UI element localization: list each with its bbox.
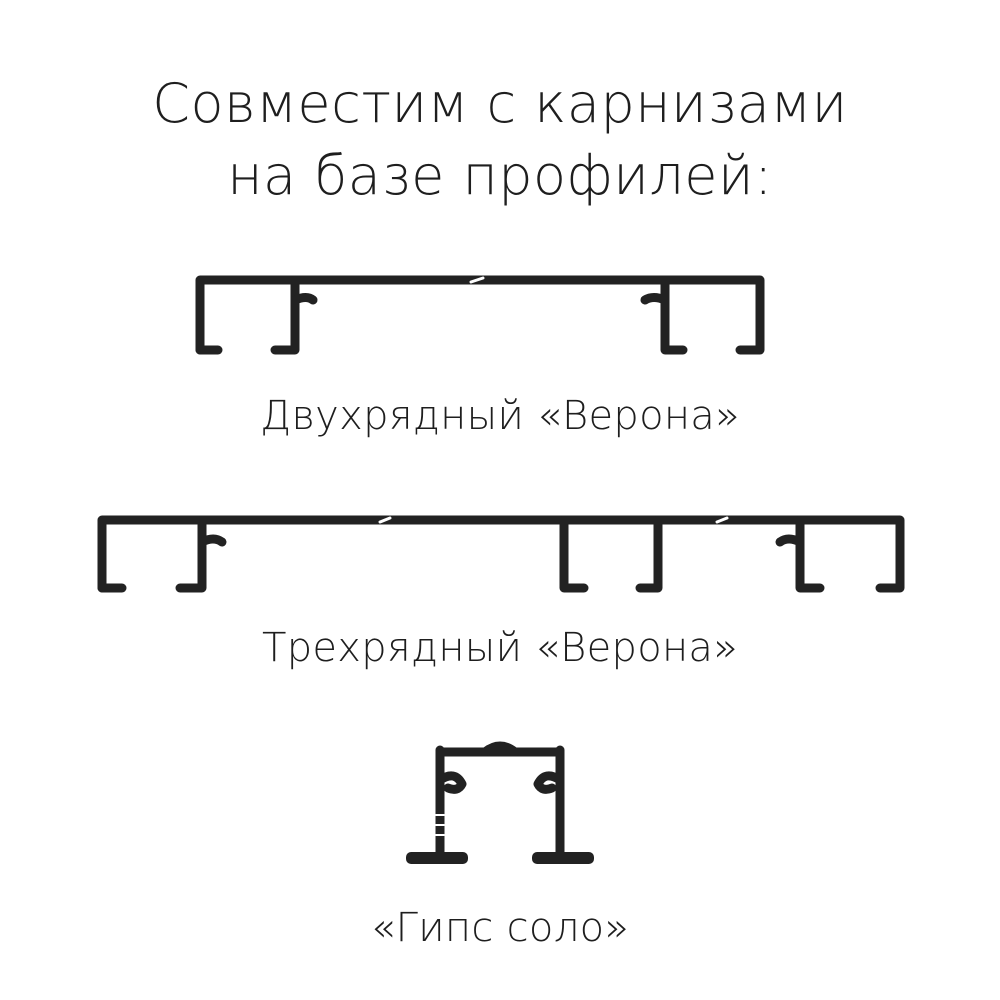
double-row-verona-profile-icon [195, 275, 765, 355]
profile-caption-double-row: Двухрядный «Верона» [260, 393, 740, 439]
title-line-1: Совместим с карнизами [152, 72, 848, 135]
profile-caption-gips-solo: «Гипс соло» [370, 905, 630, 951]
page-title: Совместим с карнизами на базе профилей: [0, 68, 1000, 212]
title-line-2: на базе профилей: [227, 144, 773, 207]
triple-row-verona-profile-icon [97, 515, 905, 593]
gips-solo-profile-icon [406, 741, 594, 864]
profile-caption-triple-row: Трехрядный «Верона» [261, 625, 739, 671]
